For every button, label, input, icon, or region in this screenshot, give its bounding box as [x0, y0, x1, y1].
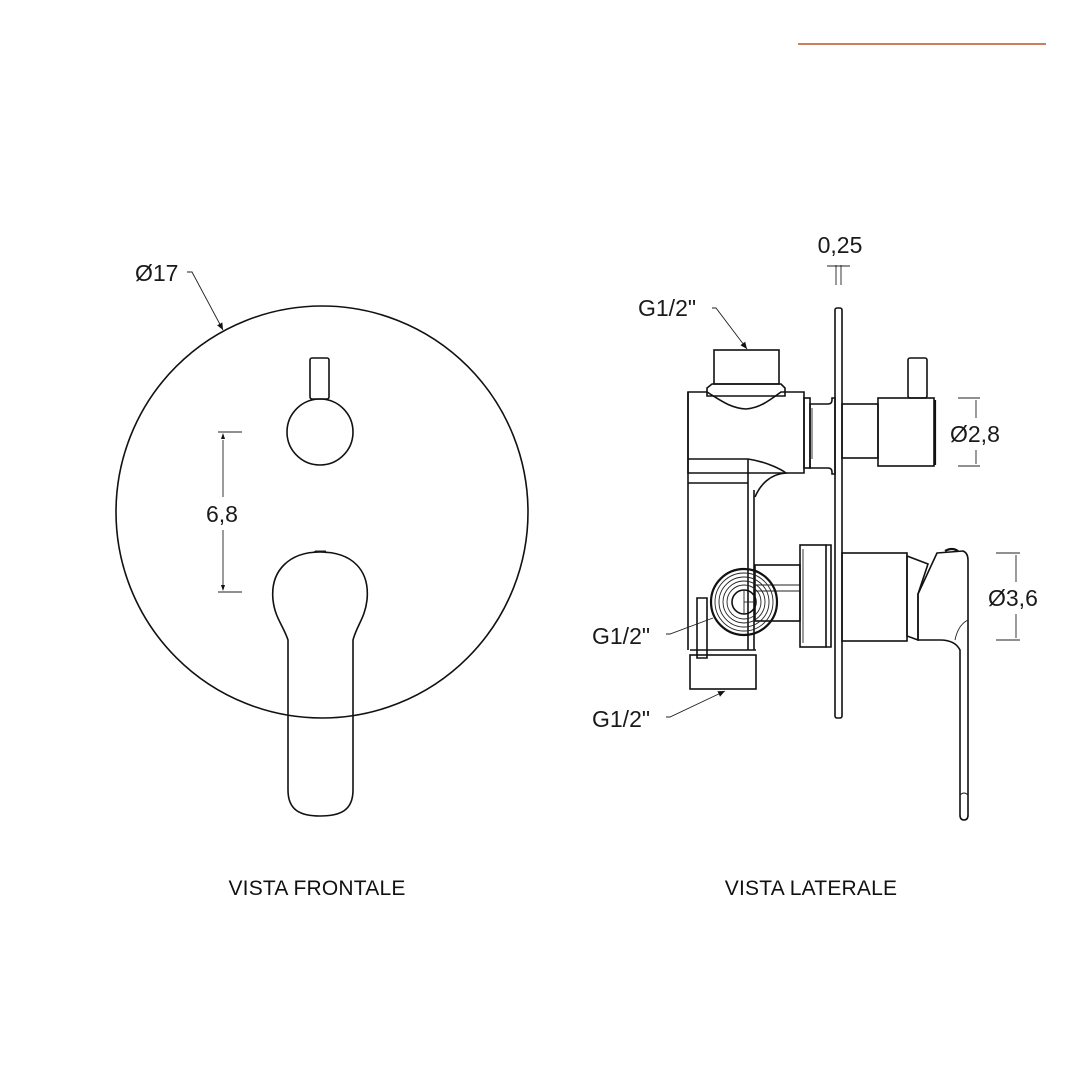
side-lever	[841, 547, 969, 821]
dimension-diameter-17: Ø17	[135, 260, 224, 331]
accent-rule	[798, 43, 1046, 45]
dimension-label-plate-thickness: 0,25	[818, 232, 863, 258]
dimension-top-connection: G1/2"	[638, 295, 748, 350]
dimension-lever-diameter: Ø3,6	[988, 552, 1038, 641]
front-view: 6,8 Ø17 VISTA FRONTALE	[115, 260, 529, 900]
diverter-knob	[286, 357, 354, 466]
front-view-caption: VISTA FRONTALE	[228, 877, 405, 900]
bottom-connection	[689, 649, 757, 690]
dimension-label-top-connection: G1/2"	[638, 295, 696, 321]
top-connection	[706, 349, 786, 397]
dimension-6-8: 6,8	[206, 431, 242, 593]
valve-body	[687, 391, 836, 650]
dimension-label-bottom-connection: G1/2"	[592, 706, 650, 732]
cartridge-nut	[799, 544, 832, 648]
side-diverter-knob	[841, 357, 937, 467]
dimension-label-spacing: 6,8	[206, 501, 238, 527]
wall-plate-outline	[115, 305, 529, 719]
dimension-knob-diameter: Ø2,8	[950, 397, 1000, 467]
dimension-label-plate-diameter: Ø17	[135, 260, 178, 286]
dimension-label-knob-diameter: Ø2,8	[950, 421, 1000, 447]
dimension-side-connection: G1/2"	[592, 617, 714, 649]
dimension-label-lever-diameter: Ø3,6	[988, 585, 1038, 611]
dimension-plate-thickness: 0,25	[818, 232, 863, 285]
dimension-bottom-connection: G1/2"	[592, 690, 726, 732]
lever-handle	[271, 550, 369, 817]
side-wall-plate	[834, 307, 843, 719]
dimension-label-side-connection: G1/2"	[592, 623, 650, 649]
side-threaded-outlet	[696, 567, 779, 659]
side-view: 0,25 G1/2" Ø2,8 Ø3,6 G1/2"	[592, 232, 1038, 900]
side-view-caption: VISTA LATERALE	[725, 877, 897, 900]
